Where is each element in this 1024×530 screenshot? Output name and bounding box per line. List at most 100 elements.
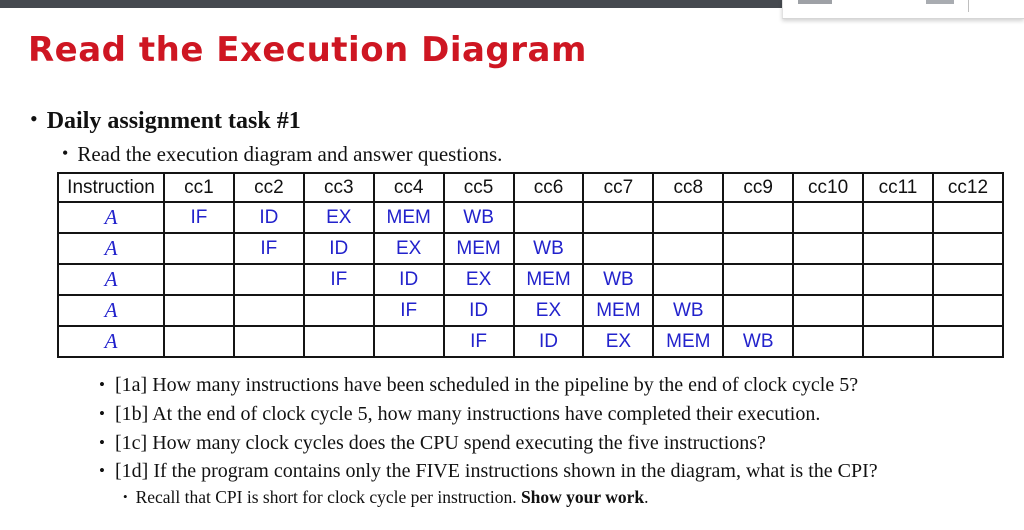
empty-cell — [652, 263, 725, 296]
stage-cell: MEM — [582, 294, 655, 327]
empty-cell — [792, 263, 865, 296]
stage-cell: EX — [302, 201, 375, 234]
stage-cell: ID — [232, 201, 305, 234]
stage-cell: ID — [302, 232, 375, 265]
empty-cell — [722, 232, 795, 265]
empty-cell — [163, 294, 235, 327]
stage-cell: EX — [442, 263, 515, 296]
instruction-label: A — [57, 201, 165, 234]
empty-cell — [792, 201, 865, 234]
instruction-label: A — [57, 232, 165, 265]
question-list: [1a] How many instructions have been sch… — [99, 371, 878, 486]
question-item: [1c] How many clock cycles does the CPU … — [99, 429, 878, 458]
question-item: [1b] At the end of clock cycle 5, how ma… — [99, 400, 878, 429]
column-header: cc5 — [442, 172, 515, 203]
stage-cell: ID — [372, 263, 445, 296]
note-period: . — [644, 487, 649, 507]
empty-cell — [931, 325, 1005, 358]
stage-cell: EX — [372, 232, 445, 265]
empty-cell — [792, 232, 865, 265]
column-header: cc6 — [512, 172, 585, 203]
instruction-label: A — [57, 263, 165, 296]
stage-cell: ID — [512, 325, 585, 358]
bullet-icon: • — [30, 106, 38, 131]
column-header: cc3 — [302, 172, 375, 203]
empty-cell — [862, 294, 934, 327]
empty-cell — [372, 325, 445, 358]
question-item: [1a] How many instructions have been sch… — [99, 371, 878, 400]
empty-cell — [163, 325, 235, 358]
empty-cell — [163, 232, 235, 265]
toolbar-divider — [968, 0, 969, 12]
column-header: cc11 — [862, 172, 934, 203]
empty-cell — [862, 232, 934, 265]
empty-cell — [302, 294, 375, 327]
column-header: cc7 — [582, 172, 655, 203]
column-header: cc1 — [163, 172, 235, 203]
empty-cell — [232, 263, 305, 296]
empty-cell — [931, 201, 1005, 234]
empty-cell — [302, 325, 375, 358]
stage-cell: IF — [442, 325, 515, 358]
stage-cell: WB — [442, 201, 515, 234]
slide-title: Read the Execution Diagram — [28, 30, 587, 70]
stage-cell: ID — [442, 294, 515, 327]
empty-cell — [931, 263, 1005, 296]
column-header: cc8 — [652, 172, 725, 203]
bullet-icon: • — [62, 143, 69, 163]
empty-cell — [792, 325, 865, 358]
toolbar-text-fragment-right — [926, 0, 954, 4]
empty-cell — [862, 263, 934, 296]
stage-cell: WB — [582, 263, 655, 296]
column-header: cc2 — [232, 172, 305, 203]
note-line: • Recall that CPI is short for clock cycl… — [123, 487, 649, 508]
task-subtext-line: • Read the execution diagram and answer q… — [62, 142, 502, 167]
note-bold-text: Show your work — [520, 487, 645, 507]
instruction-label: A — [57, 294, 165, 327]
note-plain-text: Recall that CPI is short for clock cycle… — [135, 487, 521, 507]
empty-cell — [722, 263, 795, 296]
empty-cell — [931, 294, 1005, 327]
stage-cell: WB — [512, 232, 585, 265]
empty-cell — [582, 201, 655, 234]
stage-cell: EX — [512, 294, 585, 327]
question-item: [1d] If the program contains only the FI… — [99, 457, 878, 486]
empty-cell — [862, 325, 934, 358]
viewer-toolbar-fragment[interactable] — [782, 0, 1024, 19]
task-heading-line: • Daily assignment task #1 — [30, 106, 301, 135]
stage-cell: IF — [372, 294, 445, 327]
bullet-icon: • — [123, 489, 128, 504]
empty-cell — [792, 294, 865, 327]
stage-cell: MEM — [442, 232, 515, 265]
stage-cell: WB — [722, 325, 795, 358]
empty-cell — [862, 201, 934, 234]
stage-cell: IF — [232, 232, 305, 265]
window-top-bar — [0, 0, 783, 8]
stage-cell: MEM — [372, 201, 445, 234]
column-header: cc10 — [792, 172, 865, 203]
toolbar-text-fragment-left — [798, 0, 832, 4]
stage-cell: EX — [582, 325, 655, 358]
empty-cell — [232, 294, 305, 327]
stage-cell: IF — [302, 263, 375, 296]
empty-cell — [512, 201, 585, 234]
stage-cell: WB — [652, 294, 725, 327]
empty-cell — [163, 263, 235, 296]
empty-cell — [722, 201, 795, 234]
column-header: cc9 — [722, 172, 795, 203]
empty-cell — [582, 232, 655, 265]
empty-cell — [232, 325, 305, 358]
column-header: cc4 — [372, 172, 445, 203]
task-heading: Daily assignment task #1 — [46, 108, 301, 134]
empty-cell — [652, 201, 725, 234]
stage-cell: MEM — [512, 263, 585, 296]
task-subtext: Read the execution diagram and answer qu… — [77, 142, 503, 166]
